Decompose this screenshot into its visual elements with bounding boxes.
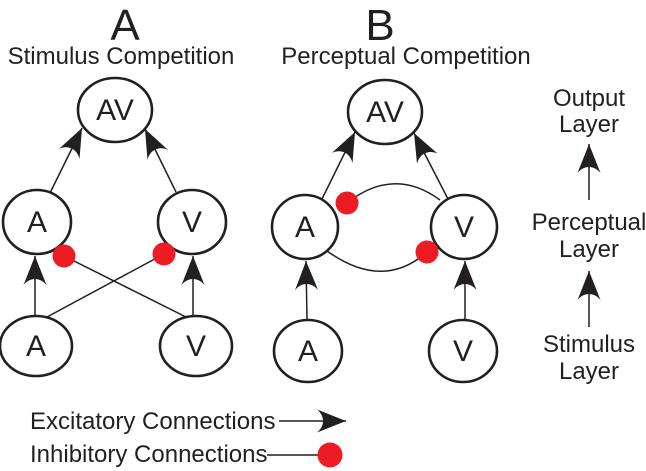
node-stimulus-v [427, 318, 499, 384]
stimulus-layer-label-line1: Stimulus [543, 331, 635, 358]
node-stimulus-v [158, 314, 234, 378]
panel-a: A Stimulus Competition AV A V A V [0, 1, 235, 378]
layer-column: Output Layer Perceptual Layer Stimulus L… [532, 85, 646, 385]
inhibitory-connection [63, 255, 187, 318]
output-layer-label-line2: Layer [559, 111, 619, 138]
node-label: A [298, 335, 318, 368]
inhibitory-terminal-dot [335, 191, 359, 215]
excitatory-connection [321, 131, 356, 200]
inhibitory-connection [46, 253, 165, 318]
excitatory-connection [294, 260, 318, 321]
node-label: V [186, 330, 206, 363]
panel-a-label: A [110, 1, 140, 50]
inhibitory-terminal-dot [152, 242, 176, 266]
panel-b-label: B [365, 1, 394, 50]
perceptual-layer-label-line1: Perceptual [532, 209, 646, 236]
node-output-av [76, 76, 154, 144]
panel-b: B Perceptual Competition AV A V A V [270, 1, 531, 384]
panel-a-title: Stimulus Competition [8, 43, 235, 70]
excitatory-connection [144, 128, 177, 193]
output-layer-label-line1: Output [553, 85, 625, 112]
inhibitory-connection [326, 250, 428, 272]
stimulus-layer-label-line2: Layer [559, 358, 619, 385]
excitatory-legend-label: Excitatory Connections [30, 408, 275, 435]
node-label: V [182, 206, 202, 239]
excitatory-connection [413, 132, 449, 200]
inhibitory-terminal-dot [415, 240, 439, 264]
node-perceptual-a [1, 188, 73, 256]
node-label: A [26, 330, 46, 363]
node-stimulus-a [0, 314, 74, 378]
node-perceptual-v [156, 188, 228, 256]
perceptual-layer-label-line2: Layer [559, 236, 619, 263]
node-label: AV [366, 96, 404, 129]
node-label: A [27, 206, 47, 239]
node-label: A [295, 211, 315, 244]
node-label: V [453, 335, 473, 368]
node-output-av [346, 78, 424, 146]
panel-b-title: Perceptual Competition [281, 43, 530, 70]
node-label: V [454, 211, 474, 244]
node-stimulus-a [272, 318, 344, 384]
inhibitory-legend-dot [317, 442, 343, 468]
node-label: AV [96, 94, 134, 127]
excitatory-connection [49, 127, 83, 194]
inhibitory-legend-label: Inhibitory Connections [30, 441, 267, 468]
inhibitory-terminal-dot [52, 244, 76, 268]
node-perceptual-a [270, 193, 340, 261]
legend: Excitatory Connections Inhibitory Connec… [30, 408, 346, 468]
node-perceptual-v [429, 193, 499, 261]
inhibitory-connection [346, 183, 441, 204]
